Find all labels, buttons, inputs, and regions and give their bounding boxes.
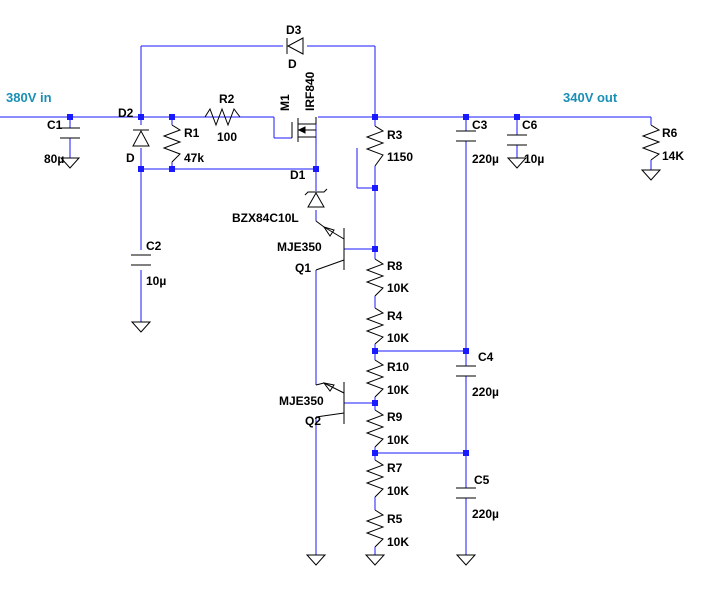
net-label-output: 340V out xyxy=(563,90,618,105)
ground-symbol xyxy=(506,157,528,169)
junction-dot xyxy=(463,348,469,354)
junction-dot xyxy=(169,166,175,172)
transistor-Q2 xyxy=(315,382,345,424)
junction-dot xyxy=(463,450,469,456)
label-C2-value: 10µ xyxy=(146,274,166,288)
label-R2-value: 100 xyxy=(217,130,237,144)
ground-symbol xyxy=(640,169,662,181)
junction-dot xyxy=(372,114,378,120)
ground-symbol xyxy=(455,554,477,566)
resistor-R5 xyxy=(365,509,385,548)
diode-D3 xyxy=(286,37,304,55)
label-Q2-ref: Q2 xyxy=(305,414,321,428)
ground-symbol xyxy=(59,157,81,169)
label-D2-value: D xyxy=(126,151,135,165)
junction-dot xyxy=(138,166,144,172)
ground-symbol xyxy=(364,554,386,566)
junction-dot xyxy=(463,114,469,120)
capacitor-C6 xyxy=(507,134,527,146)
label-D2-ref: D2 xyxy=(118,106,134,120)
label-R7-ref: R7 xyxy=(387,461,403,475)
capacitor-C4 xyxy=(456,365,476,377)
label-R9-value: 10K xyxy=(387,433,409,447)
junction-dot xyxy=(67,114,73,120)
label-C1-value: 80µ xyxy=(44,152,64,166)
label-C5-value: 220µ xyxy=(472,507,499,521)
resistor-R10 xyxy=(365,359,385,398)
label-D1-value: BZX84C10L xyxy=(232,211,299,225)
junction-dot xyxy=(313,166,319,172)
label-C4-ref: C4 xyxy=(478,350,494,364)
junction-dot xyxy=(514,114,520,120)
label-Q1-value: MJE350 xyxy=(277,240,322,254)
capacitor-C5 xyxy=(456,487,476,499)
label-R7-value: 10K xyxy=(387,484,409,498)
label-R6-ref: R6 xyxy=(662,126,678,140)
junction-dot xyxy=(372,400,378,406)
label-R9-ref: R9 xyxy=(387,410,403,424)
junction-dot xyxy=(372,348,378,354)
label-Q1-ref: Q1 xyxy=(295,261,311,275)
diode-D2 xyxy=(132,129,150,147)
mosfet-M1 xyxy=(291,117,317,142)
resistor-R2 xyxy=(204,107,241,127)
label-D1-ref: D1 xyxy=(290,168,306,182)
label-R10-value: 10K xyxy=(387,383,409,397)
capacitor-C3 xyxy=(456,130,476,142)
label-R2-ref: R2 xyxy=(219,92,235,106)
resistor-R7 xyxy=(365,459,385,498)
label-R3-value: 1150 xyxy=(387,150,413,164)
label-D3-ref: D3 xyxy=(286,23,302,37)
label-R4-ref: R4 xyxy=(387,309,403,323)
ground-symbol xyxy=(305,554,327,566)
label-C6-value: 10µ xyxy=(524,152,544,166)
label-R8-value: 10K xyxy=(387,281,409,295)
label-C3-ref: C3 xyxy=(472,118,488,132)
junction-dot xyxy=(138,114,144,120)
label-M1-value: IRF840 xyxy=(303,71,317,111)
zener-diode-D1 xyxy=(304,188,328,208)
label-C1-ref: C1 xyxy=(47,118,63,132)
wires xyxy=(0,45,652,555)
label-M1-ref: M1 xyxy=(278,94,292,111)
label-R3-ref: R3 xyxy=(387,128,403,142)
junction-dot xyxy=(372,185,378,191)
ground-symbols xyxy=(59,157,662,566)
junctions xyxy=(67,114,520,456)
resistor-R6 xyxy=(641,124,661,161)
label-D3-value: D xyxy=(288,57,297,71)
label-R4-value: 10K xyxy=(387,331,409,345)
label-R1-ref: R1 xyxy=(184,126,200,140)
label-C3-value: 220µ xyxy=(472,152,499,166)
capacitor-C2 xyxy=(131,254,151,266)
label-R6-value: 14K xyxy=(662,149,684,163)
label-R1-value: 47k xyxy=(184,151,204,165)
label-R8-ref: R8 xyxy=(387,259,403,273)
transistor-Q1 xyxy=(315,220,345,271)
label-Q2-value: MJE350 xyxy=(279,394,324,408)
label-C5-ref: C5 xyxy=(474,473,490,487)
resistor-R3 xyxy=(365,125,385,167)
net-label-input: 380V in xyxy=(6,90,52,105)
capacitor-C1 xyxy=(60,127,80,139)
label-R5-value: 10K xyxy=(387,535,409,549)
ground-symbol xyxy=(130,321,152,333)
resistor-R1 xyxy=(162,124,182,163)
resistor-R4 xyxy=(365,307,385,345)
label-R10-ref: R10 xyxy=(387,360,409,374)
label-C6-ref: C6 xyxy=(522,118,538,132)
label-C4-value: 220µ xyxy=(472,385,499,399)
junction-dot xyxy=(372,246,378,252)
resistor-R8 xyxy=(365,258,385,297)
junction-dot xyxy=(372,450,378,456)
label-R5-ref: R5 xyxy=(387,512,403,526)
label-C2-ref: C2 xyxy=(146,239,162,253)
resistor-R9 xyxy=(365,409,385,448)
junction-dot xyxy=(169,114,175,120)
